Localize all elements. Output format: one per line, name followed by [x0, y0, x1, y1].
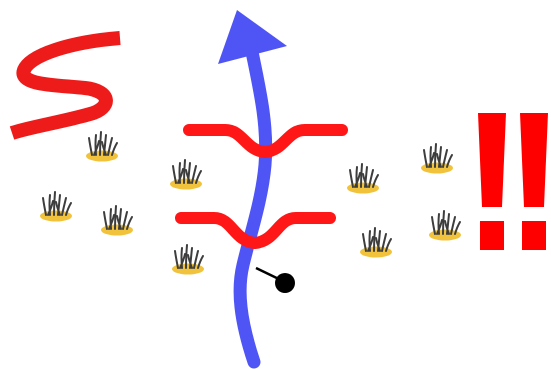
grass-tuft-icon — [171, 244, 205, 276]
threshold-curves — [175, 124, 348, 249]
grass-tuft-icon — [359, 227, 393, 259]
double-exclamation-icon — [478, 113, 548, 250]
grass-tuft-icon — [39, 191, 73, 223]
grass-tuft-icon — [346, 163, 380, 195]
map-pin-icon — [255, 266, 295, 293]
grass-tuft-icon — [85, 131, 119, 163]
grass-tuft-icon — [420, 143, 454, 175]
lower-threshold-curve — [175, 212, 336, 249]
s-curve-warning-icon — [9, 31, 121, 140]
grass-tuft-icon — [428, 210, 462, 242]
grass-tuft-icon — [100, 205, 134, 237]
route-arrow-icon — [218, 10, 287, 369]
upper-threshold-curve — [183, 124, 348, 158]
grass-tuft-icon — [169, 159, 203, 191]
